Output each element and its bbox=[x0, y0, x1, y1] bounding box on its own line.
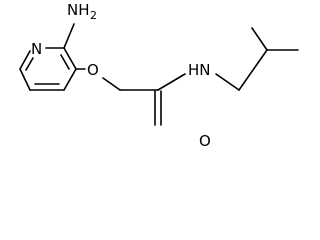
bond-c2-amino bbox=[63, 23, 75, 49]
bond-c4-c3 bbox=[63, 68, 77, 91]
carbonyl-oxygen-label: O bbox=[199, 132, 211, 150]
bond-n1-c6 bbox=[19, 50, 31, 70]
amino-group-label: NH bbox=[67, 1, 90, 19]
bond-c3-c2 bbox=[63, 47, 77, 70]
bond-n1-c6-inner bbox=[25, 57, 34, 71]
ring-nitrogen-label: N bbox=[31, 40, 42, 58]
bond-ether-ch2 bbox=[102, 77, 121, 91]
amide-nh-label: HN bbox=[188, 61, 211, 79]
bond-ch2-ch bbox=[238, 49, 268, 91]
bond-ch-ch3-a bbox=[251, 27, 268, 51]
bond-c3-c2-inner bbox=[60, 54, 70, 70]
pyridine-ring bbox=[19, 47, 77, 91]
amino-subscript: 2 bbox=[90, 9, 97, 22]
bond-c6-c5 bbox=[19, 68, 31, 91]
ether-oxygen-label: O bbox=[87, 61, 99, 79]
bond-n-ch2 bbox=[215, 73, 240, 91]
bond-carbonyl-n bbox=[157, 73, 186, 91]
chemical-structure: N NH 2 O HN O bbox=[19, 1, 299, 150]
